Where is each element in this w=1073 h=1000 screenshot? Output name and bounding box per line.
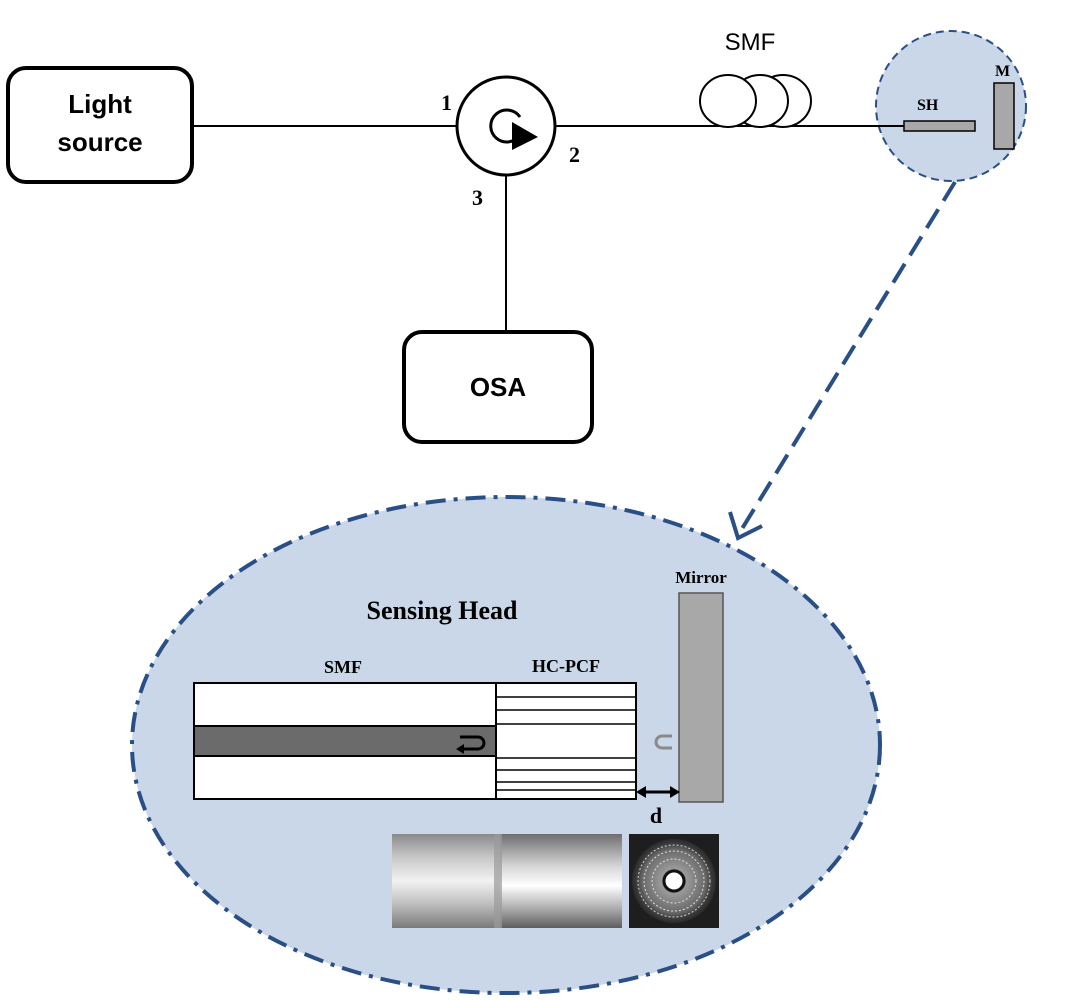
sensing-head-title: Sensing Head	[367, 596, 519, 625]
fiber-splice-micrograph	[392, 834, 622, 928]
reflection-arrowhead-icon	[456, 744, 464, 754]
mirror-label: Mirror	[675, 568, 727, 587]
gap-arrowhead-left-icon	[636, 786, 646, 798]
hcpcf-cross-section-micrograph	[629, 834, 719, 928]
light-source-label-line1: Light	[68, 89, 132, 119]
port-1-label: 1	[441, 90, 452, 115]
mirror-short-label: M	[995, 63, 1010, 80]
osa-box	[402, 330, 594, 444]
sensing-head-zoom-source	[875, 30, 1027, 182]
hcpcf-cladding-lines	[496, 696, 636, 791]
light-source-label-line2: source	[57, 127, 142, 157]
circulator	[455, 75, 557, 177]
light-source-box	[6, 66, 194, 184]
circulator-arrowhead-icon	[512, 122, 538, 150]
smf-coil-icon	[699, 74, 812, 128]
sensing-head-bar	[903, 120, 976, 132]
port-2-label: 2	[569, 142, 580, 167]
smf-label: SMF	[324, 657, 362, 677]
smf-core	[193, 725, 497, 757]
hcpcf-section	[495, 682, 637, 800]
sensing-head-short-label: SH	[917, 97, 939, 114]
gap-label: d	[650, 803, 662, 828]
port-3-label: 3	[472, 185, 483, 210]
circulator-arrow-icon	[489, 108, 522, 144]
mirror-reflection-icon	[654, 734, 672, 750]
zoom-arrow-line	[738, 180, 957, 534]
gap-arrowhead-right-icon	[670, 786, 680, 798]
reflection-arrow-icon	[460, 735, 486, 751]
smf-coil-label: SMF	[725, 29, 776, 56]
osa-label: OSA	[470, 372, 527, 402]
mini-mirror	[993, 82, 1015, 150]
hcpcf-label: HC-PCF	[532, 656, 600, 676]
zoom-arrowhead-icon	[728, 511, 763, 541]
mirror	[678, 592, 724, 803]
